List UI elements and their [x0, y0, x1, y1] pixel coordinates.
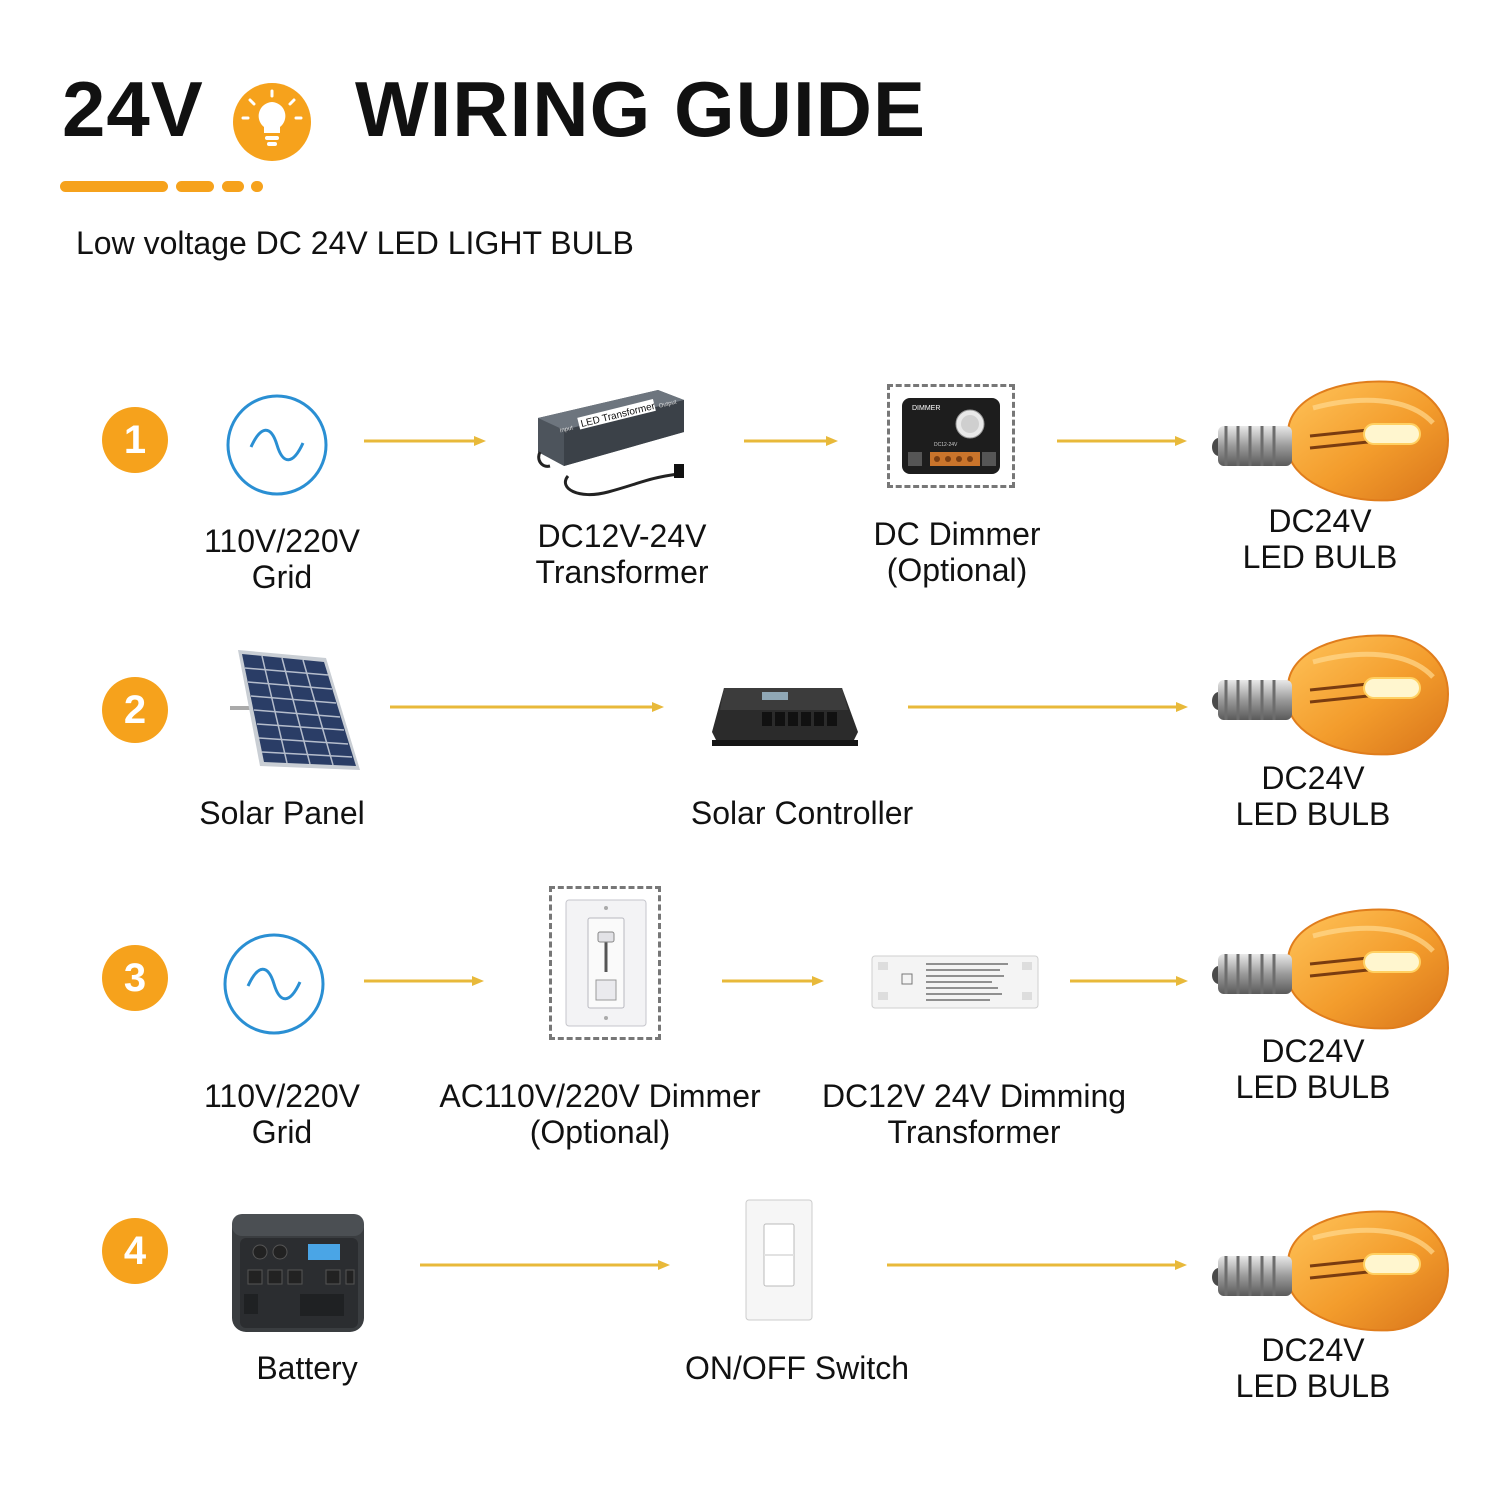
arrow: [420, 1258, 670, 1272]
step-number-3: 3: [102, 945, 168, 1011]
page-title: WIRING GUIDE: [355, 65, 926, 153]
arrow: [1057, 434, 1187, 448]
dc-dimmer-image: DIMMER DC12-24V: [902, 398, 1000, 474]
amber-led-bulb-image: [1218, 906, 1450, 1034]
step-number-1: 1: [102, 407, 168, 473]
amber-led-bulb-image: [1218, 1208, 1450, 1336]
label-switch: ON/OFF Switch: [684, 1350, 909, 1386]
label-ac-dimmer: AC110V/220V Dimmer(Optional): [439, 1078, 761, 1150]
step-number-4: 4: [102, 1218, 168, 1284]
step-number-2: 2: [102, 677, 168, 743]
title-voltage: 24V: [62, 65, 204, 153]
svg-text:DC12-24V: DC12-24V: [934, 442, 958, 448]
title-underline: [60, 181, 270, 192]
subtitle: Low voltage DC 24V LED LIGHT BULB: [76, 225, 634, 261]
battery-power-station-image: [230, 1208, 368, 1336]
solar-panel-image: [230, 648, 364, 774]
optional-frame: [887, 384, 1015, 488]
arrow: [364, 434, 486, 448]
arrow: [744, 434, 838, 448]
label-solar-panel: Solar Panel: [199, 795, 365, 831]
arrow: [887, 1258, 1187, 1272]
arrow: [364, 974, 484, 988]
arrow: [908, 700, 1188, 714]
amber-led-bulb-image: [1218, 378, 1450, 506]
wall-dimmer-image: [565, 899, 647, 1027]
lightbulb-icon: [232, 82, 312, 162]
svg-text:DIMMER: DIMMER: [912, 405, 940, 412]
amber-led-bulb-image: [1218, 632, 1450, 760]
arrow: [722, 974, 824, 988]
arrow: [1070, 974, 1188, 988]
led-transformer-image: LED Transformer Input Output: [537, 388, 688, 508]
optional-frame: [549, 886, 661, 1040]
ac-sine-wave-icon: [222, 932, 326, 1036]
label-solar-controller: Solar Controller: [690, 795, 914, 831]
label-dc-dimmer: DC Dimmer(Optional): [873, 516, 1041, 588]
ac-sine-wave-icon: [225, 393, 329, 497]
svg-text:Output: Output: [658, 399, 677, 409]
rocker-switch-image: [745, 1199, 813, 1321]
arrow: [390, 700, 664, 714]
svg-text:Input: Input: [559, 425, 574, 434]
label-battery: Battery: [256, 1350, 358, 1386]
solar-controller-image: [712, 682, 858, 752]
dimming-driver-image: [871, 952, 1039, 1010]
